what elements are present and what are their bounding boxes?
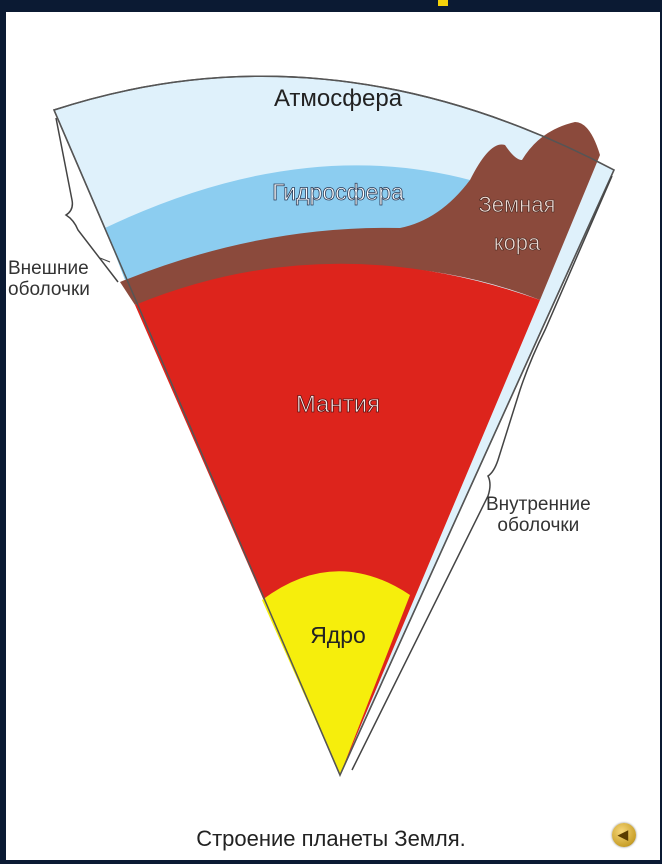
slide-caption: Строение планеты Земля.	[0, 826, 662, 852]
mantle-label: Мантия	[296, 391, 380, 418]
crust-label-line2: кора	[494, 230, 541, 255]
hydrosphere-label: Гидросфера	[272, 179, 404, 205]
outer-shells-line2: оболочки	[8, 279, 90, 300]
core-layer	[262, 571, 410, 775]
inner-shells-line1: Внутренние	[486, 494, 591, 515]
inner-shells-line2: оболочки	[486, 515, 591, 536]
outer-shells-line1: Внешние	[8, 258, 90, 279]
inner-shells-label: Внутренние оболочки	[486, 494, 591, 536]
outer-shells-label: Внешние оболочки	[8, 258, 90, 300]
speaker-glyph: ◀	[618, 827, 628, 843]
core-label: Ядро	[310, 622, 366, 648]
speaker-icon[interactable]: ◀	[612, 823, 636, 847]
crust-label-line1: Земная	[479, 192, 556, 217]
atmosphere-label: Атмосфера	[274, 85, 403, 112]
